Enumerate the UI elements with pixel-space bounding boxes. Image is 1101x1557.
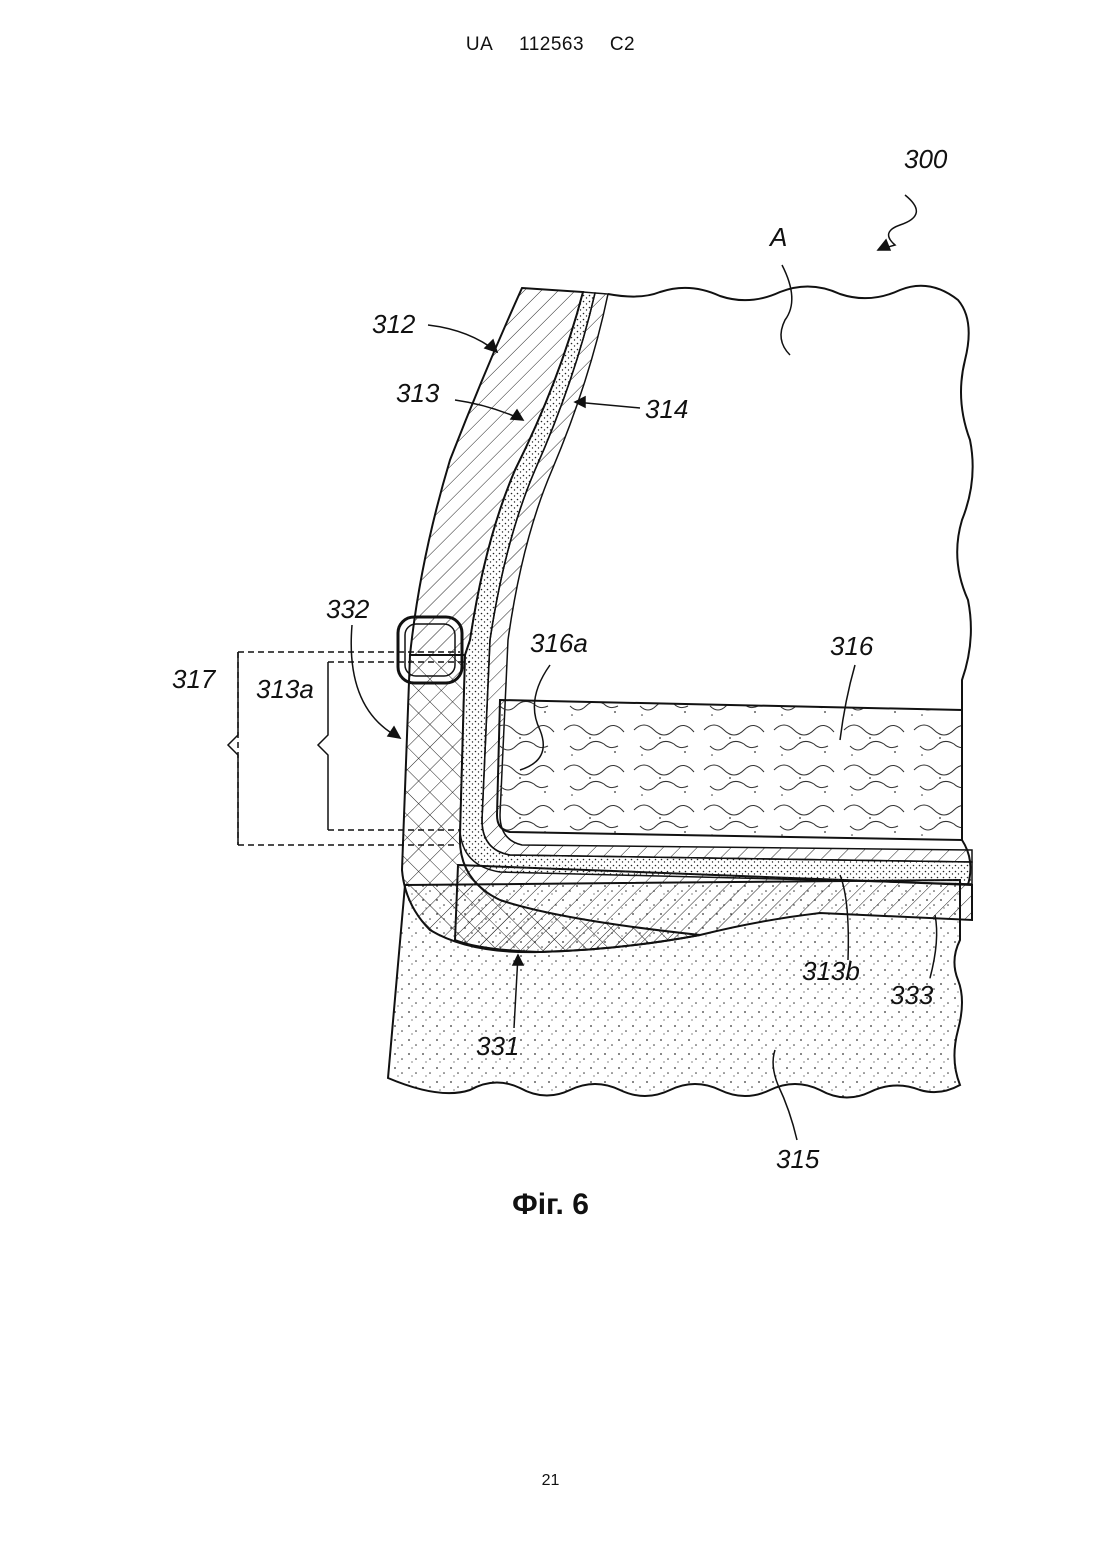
label-a: A <box>768 222 787 252</box>
label-313b: 313b <box>802 956 860 986</box>
label-300: 300 <box>904 144 948 174</box>
label-332: 332 <box>326 594 370 624</box>
figure-caption: Фіг. 6 <box>0 1188 1101 1222</box>
label-313: 313 <box>396 378 440 408</box>
label-314: 314 <box>645 394 688 424</box>
label-313a: 313a <box>256 674 314 704</box>
label-333: 333 <box>890 980 934 1010</box>
label-315: 315 <box>776 1144 820 1174</box>
label-312: 312 <box>372 309 416 339</box>
label-331: 331 <box>476 1031 519 1061</box>
layer-316 <box>497 700 962 840</box>
label-316a: 316a <box>530 628 588 658</box>
label-316: 316 <box>830 631 874 661</box>
page-number: 21 <box>0 1472 1101 1490</box>
region-a-outline <box>608 286 973 710</box>
label-317: 317 <box>172 664 217 694</box>
